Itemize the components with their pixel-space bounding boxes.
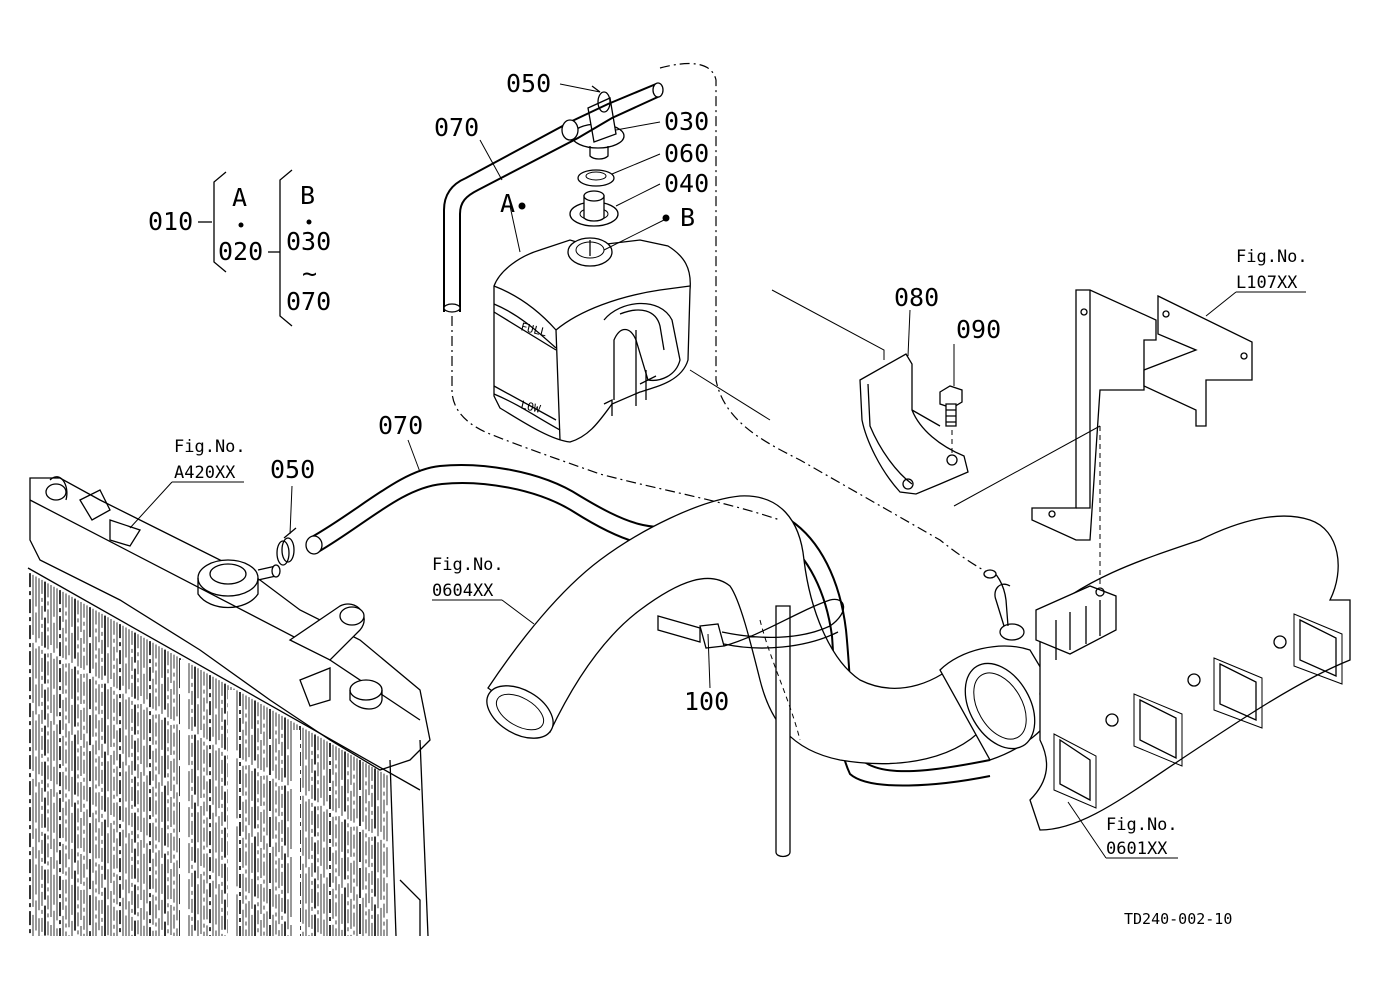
radiator-core-gap — [292, 730, 300, 936]
hose-clamp-050-upper — [591, 85, 611, 113]
part-labels: 050 030 060 040 070 070 050 080 090 100 … — [270, 69, 1001, 716]
legend-030: 030 — [286, 227, 331, 256]
cap-030 — [571, 97, 625, 160]
legend-tilde: ~ — [302, 259, 317, 288]
exhaust-manifold — [1029, 515, 1351, 831]
fig-ref-a420-title: Fig.No. — [174, 437, 246, 457]
label-080: 080 — [894, 283, 939, 312]
legend-070: 070 — [286, 287, 331, 316]
radiator — [27, 476, 431, 937]
assembly-legend: 010 A 020 B 030 ~ 070 — [148, 169, 331, 327]
washer-040 — [569, 190, 619, 227]
reserve-tank — [493, 237, 691, 443]
tank-bracket-080 — [859, 353, 969, 495]
bracket-l107 — [953, 289, 1253, 586]
radiator-hose-0604 — [486, 495, 991, 765]
cable-tie-100 — [657, 598, 845, 649]
radiator-core-gap — [180, 660, 188, 936]
drawing-id: TD240-002-10 — [1124, 910, 1232, 928]
marker-b: B — [680, 203, 695, 232]
radiator-core — [29, 573, 388, 936]
leader-lines — [129, 83, 1306, 859]
drain-pipe — [759, 605, 801, 858]
fig-ref-0604-title: Fig.No. — [432, 555, 504, 575]
label-100: 100 — [684, 687, 729, 716]
label-090: 090 — [956, 315, 1001, 344]
label-060: 060 — [664, 139, 709, 168]
tank-full-mark: FULL — [519, 320, 548, 339]
fig-ref-0604-code: 0604XX — [432, 581, 494, 601]
overflow-hose-upper — [443, 82, 664, 313]
label-070-mid: 070 — [378, 411, 423, 440]
radiator-core-gap — [228, 690, 236, 936]
fig-ref-l107: Fig.No. L107XX — [1236, 247, 1308, 293]
fig-ref-a420-code: A420XX — [174, 463, 236, 483]
legend-020: 020 — [218, 237, 263, 266]
fig-ref-0601-code: 0601XX — [1106, 839, 1168, 859]
label-030: 030 — [664, 107, 709, 136]
fig-ref-l107-code: L107XX — [1236, 273, 1298, 293]
legend-a: A — [232, 183, 247, 212]
label-050-top: 050 — [506, 69, 551, 98]
label-070-top: 070 — [434, 113, 479, 142]
fig-ref-0601-title: Fig.No. — [1106, 815, 1178, 835]
label-040: 040 — [664, 169, 709, 198]
fig-ref-0601: Fig.No. 0601XX — [1106, 815, 1178, 859]
assembly-lines — [451, 62, 1009, 627]
fig-ref-a420: Fig.No. A420XX — [174, 437, 246, 483]
legend-010: 010 — [148, 207, 193, 236]
label-050-mid: 050 — [270, 455, 315, 484]
packing-060 — [577, 169, 615, 187]
fig-ref-0604: Fig.No. 0604XX — [432, 555, 504, 601]
tank-low-mark: LOW — [519, 398, 542, 416]
bolt-090 — [939, 385, 963, 456]
legend-b: B — [300, 181, 315, 210]
fig-ref-l107-title: Fig.No. — [1236, 247, 1308, 267]
hose-clamp-050-lower — [276, 527, 297, 566]
marker-a: A — [500, 189, 515, 218]
